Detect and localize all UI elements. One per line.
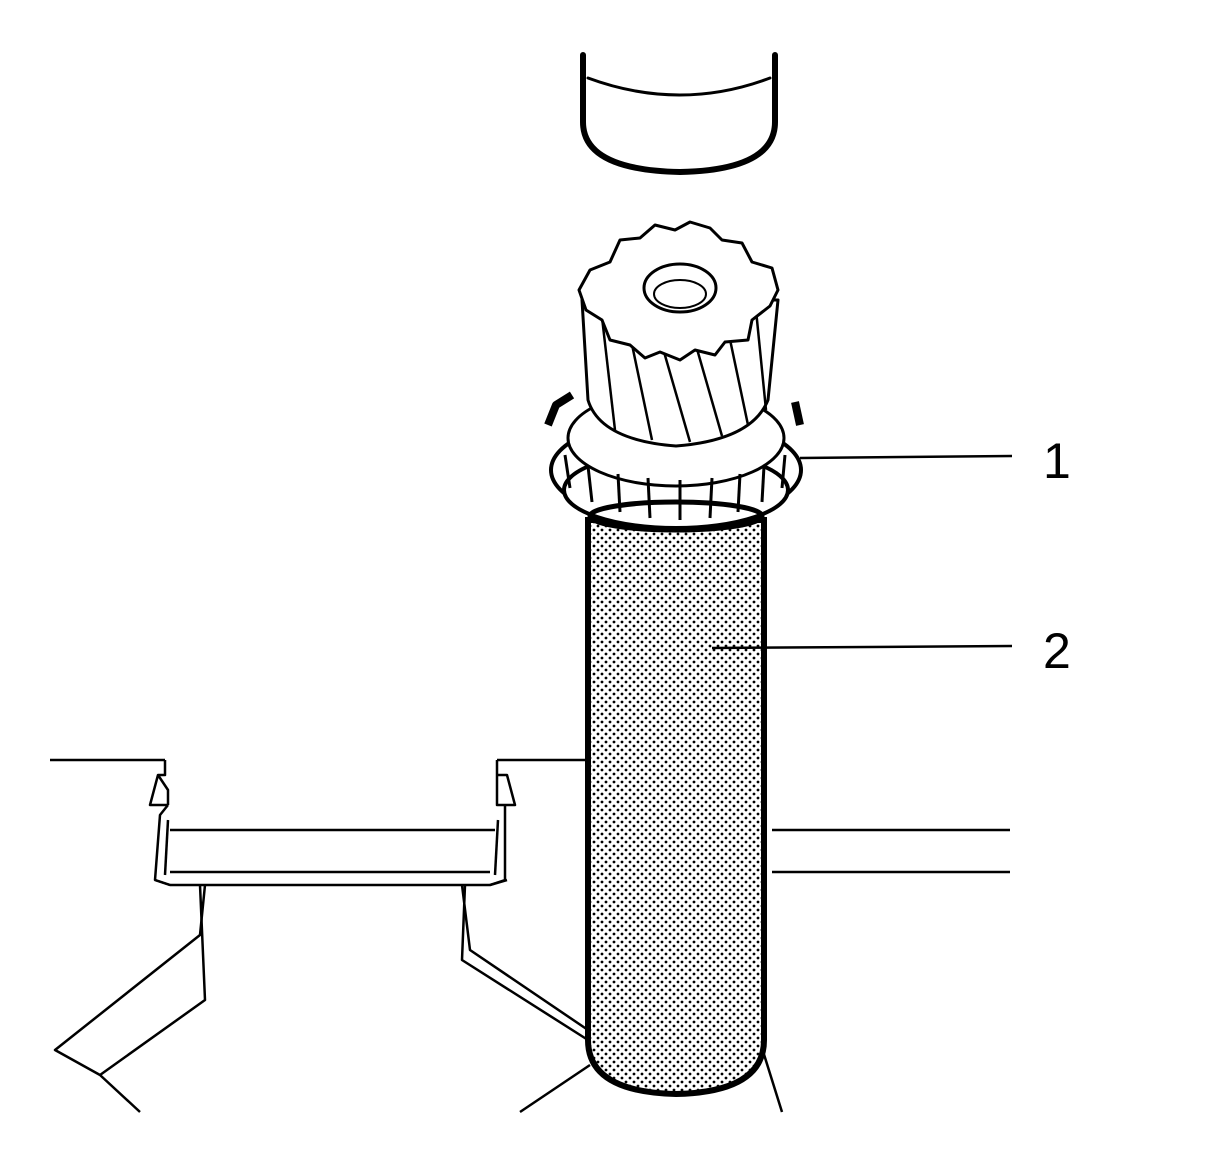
callout-leaders <box>711 454 1013 650</box>
callout-2-leader <box>711 644 1013 650</box>
pinion-gear-icon <box>577 220 780 448</box>
housing-icon <box>50 758 1010 1114</box>
shaft-icon <box>585 517 767 1098</box>
callout-2-label: 2 <box>1043 623 1071 679</box>
callout-1-leader <box>799 454 1013 460</box>
callout-1-label: 1 <box>1043 433 1071 489</box>
installer-tool-icon <box>580 52 778 175</box>
